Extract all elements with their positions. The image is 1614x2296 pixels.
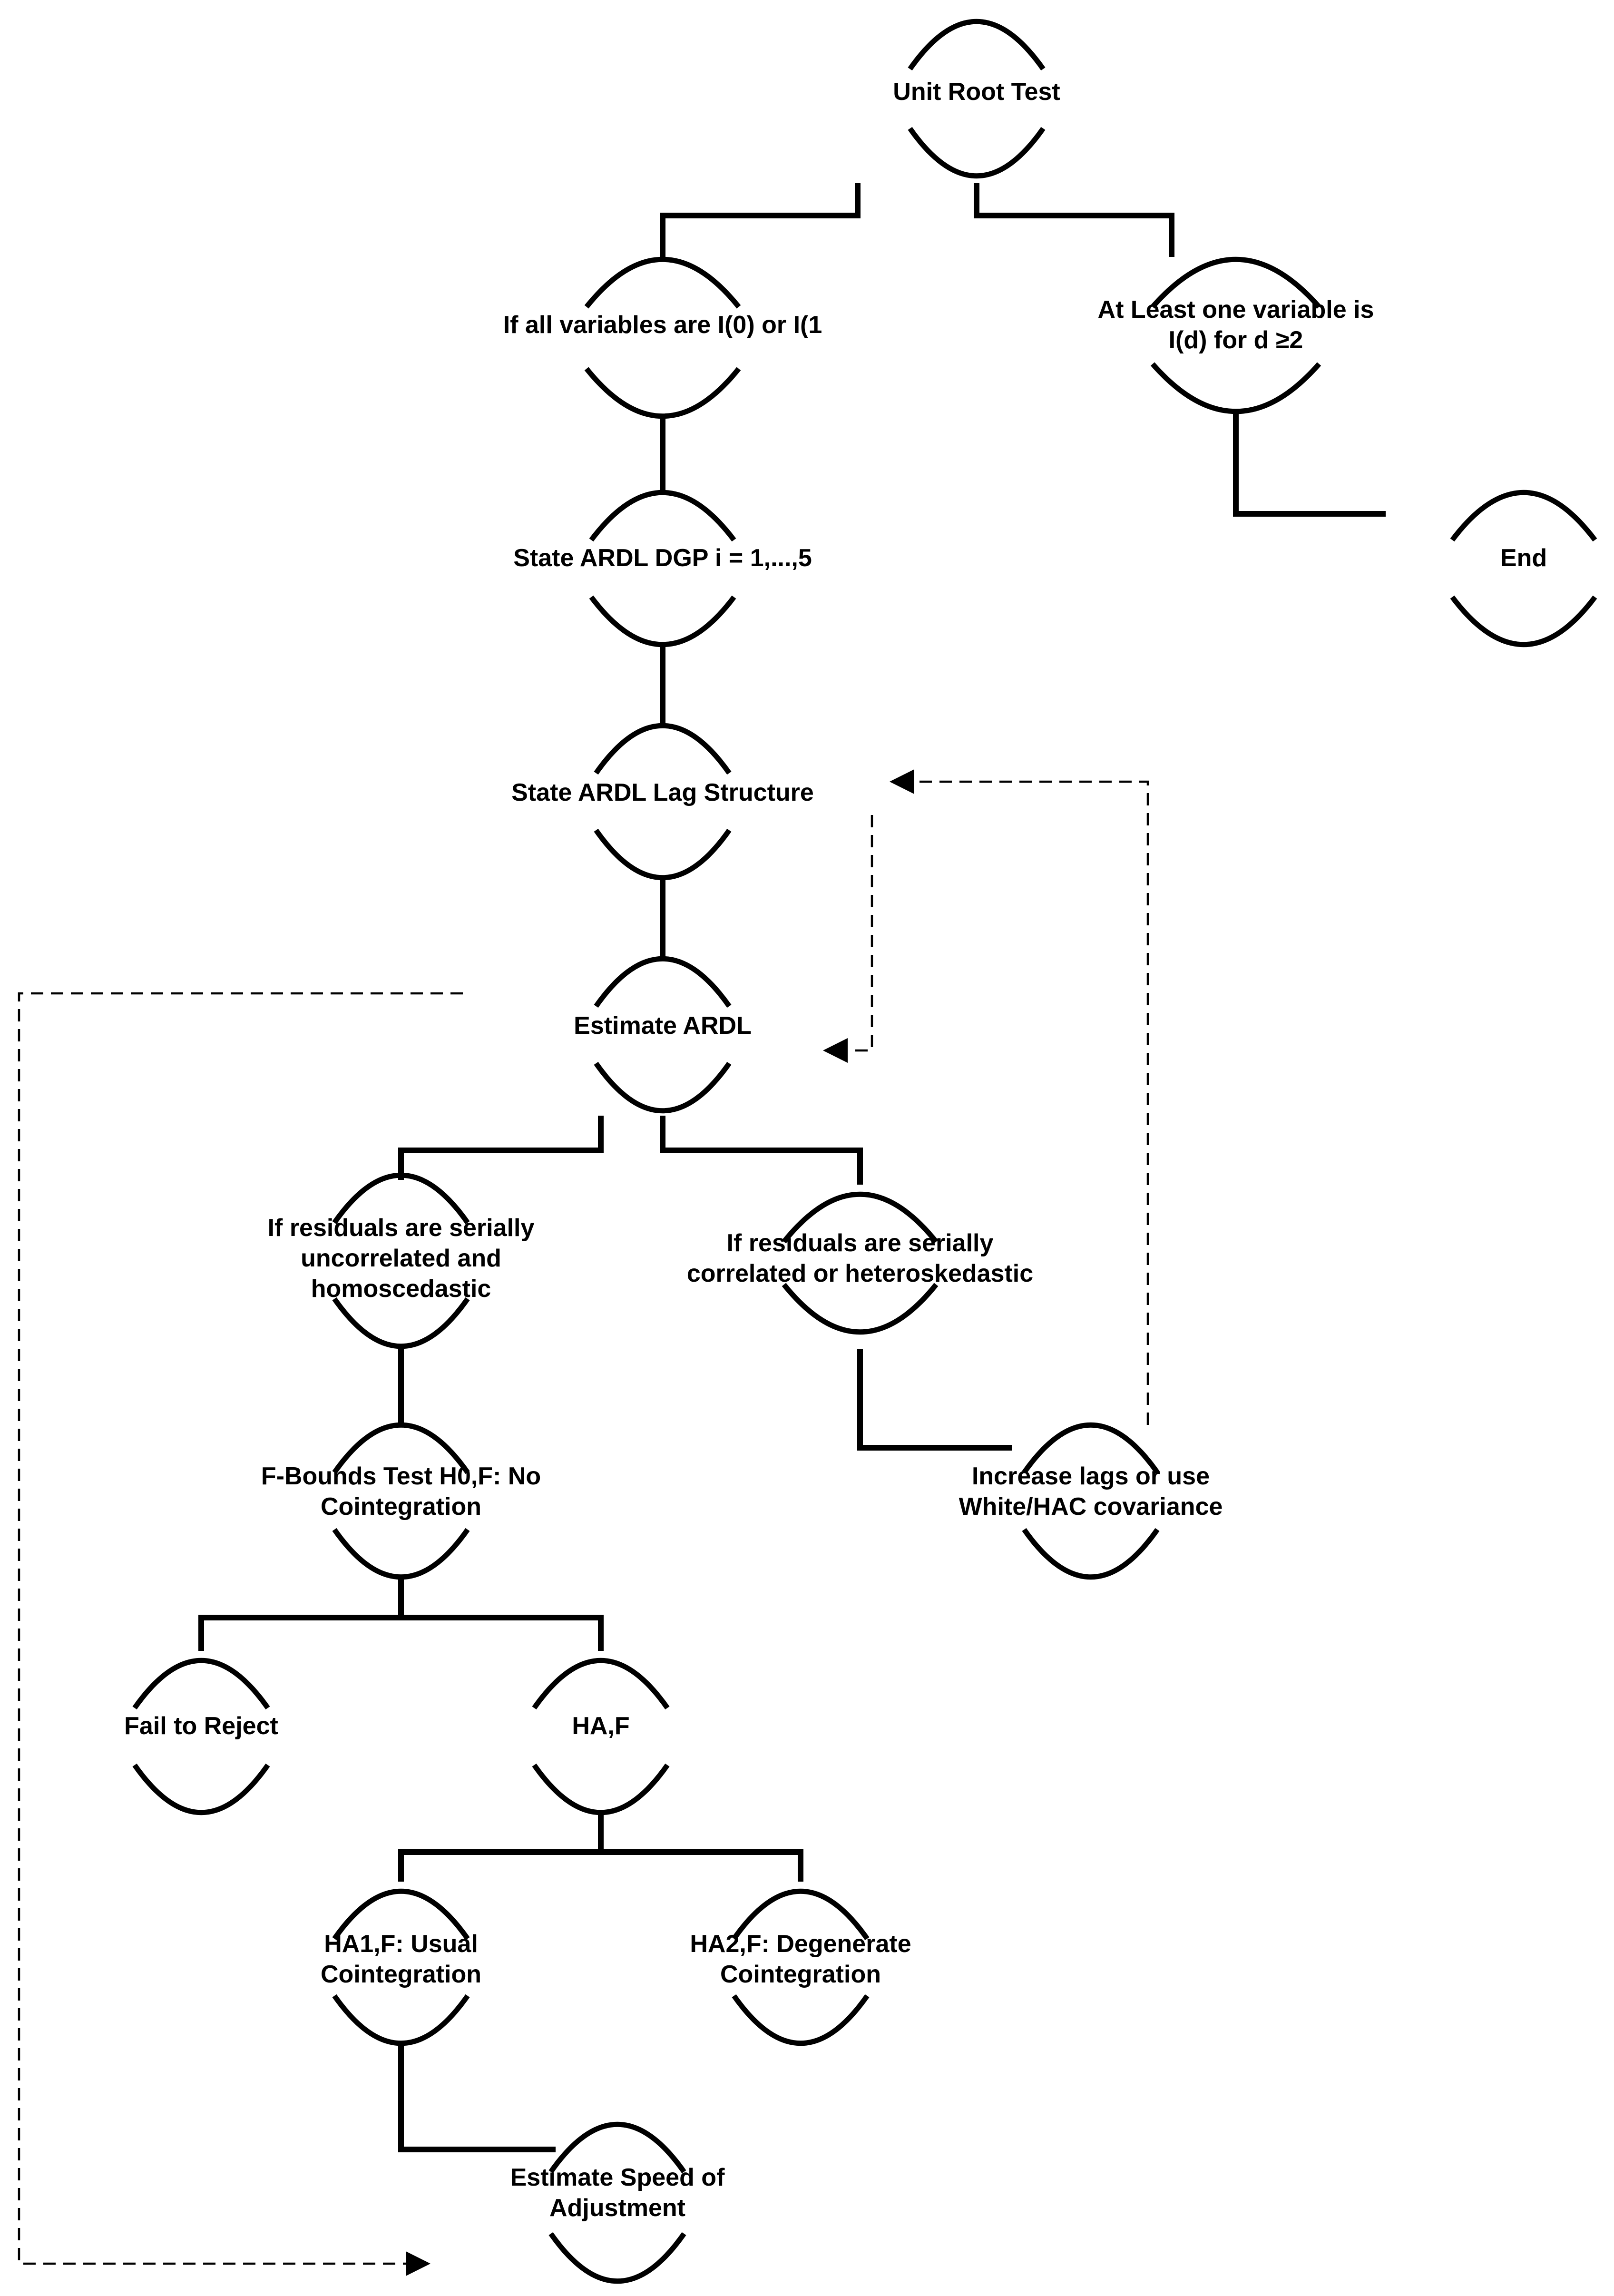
node-end: End [1450, 490, 1597, 648]
node-top-arc [1150, 256, 1321, 309]
node-label: Increase lags or use [972, 1462, 1210, 1490]
node-label: End [1500, 544, 1547, 572]
node-bottom-arc [1450, 595, 1597, 648]
connector-line [398, 2046, 556, 2152]
node-label: If residuals are serially [727, 1229, 994, 1257]
node-label: If residuals are serially [268, 1214, 535, 1242]
node-top-arc [782, 1191, 939, 1244]
node-bottom-arc [532, 1763, 670, 1815]
node-label: HA2,F: Degenerate [690, 1930, 911, 1958]
node-label: HA,F [572, 1712, 629, 1740]
node-bottom-arc [132, 1763, 270, 1815]
node-bottom-arc [548, 2232, 686, 2284]
node-bottom-arc [332, 1297, 470, 1349]
node-label: If all variables are I(0) or I(1 [503, 311, 822, 339]
node-label: Cointegration [321, 1493, 481, 1521]
node-label: uncorrelated and [301, 1245, 501, 1272]
node-label: State ARDL DGP i = 1,...,5 [513, 544, 812, 572]
node-label: correlated or heteroskedastic [687, 1260, 1033, 1287]
connector-line [660, 183, 861, 257]
node-bottom-arc [332, 1994, 470, 2046]
node-label: Cointegration [321, 1961, 481, 1988]
node-residuals-correlated: If residuals are serially correlated or h… [687, 1191, 1033, 1335]
node-bottom-arc [782, 1283, 939, 1335]
node-top-arc [584, 256, 741, 309]
node-label: F-Bounds Test H0,F: No [261, 1462, 541, 1490]
node-at-least-one-id: At Least one variable isI(d) for d ≥2 [1098, 256, 1374, 414]
node-top-arc [1022, 1422, 1160, 1474]
node-bottom-arc [589, 595, 736, 648]
node-label: State ARDL Lag Structure [511, 779, 814, 806]
node-label: I(d) for d ≥2 [1169, 326, 1303, 354]
node-bottom-arc [594, 828, 732, 881]
node-label: White/HAC covariance [959, 1493, 1223, 1521]
dashed-connector [18, 992, 463, 2265]
node-label: Adjustment [549, 2194, 685, 2222]
connector-line [857, 1349, 1012, 1451]
node-label: Estimate Speed of [510, 2164, 725, 2191]
node-state-ardl-lag: State ARDL Lag Structure [511, 723, 814, 881]
node-top-arc [594, 723, 732, 775]
dashed-connector [851, 815, 873, 1052]
node-estimate-ardl: Estimate ARDL [574, 956, 752, 1114]
connectors [18, 183, 1386, 2276]
node-top-arc [332, 1888, 470, 1941]
node-all-i0-i1: If all variables are I(0) or I(1 [503, 256, 822, 419]
connector-line [198, 1615, 604, 1651]
dashed-connector [918, 780, 1149, 1425]
node-label: HA1,F: Usual [324, 1930, 478, 1958]
node-ha-f: HA,F [532, 1658, 670, 1815]
node-label: Estimate ARDL [574, 1012, 752, 1040]
node-bottom-arc [1022, 1528, 1160, 1580]
connector-line [398, 1849, 803, 1882]
node-top-arc [132, 1658, 270, 1710]
node-top-arc [589, 490, 736, 542]
node-top-arc [908, 19, 1046, 71]
node-unit-root-test: Unit Root Test [893, 19, 1060, 179]
node-bottom-arc [584, 367, 741, 419]
node-top-arc [594, 956, 732, 1008]
connector-line [974, 183, 1174, 257]
node-fail-to-reject: Fail to Reject [124, 1658, 278, 1815]
connector-line [1233, 414, 1386, 517]
arrowhead [406, 2251, 430, 2276]
node-top-arc [532, 1658, 670, 1710]
node-residuals-uncorrelated: If residuals are serially uncorrelated an… [268, 1172, 535, 1349]
node-label: Unit Root Test [893, 78, 1060, 106]
node-bottom-arc [332, 1528, 470, 1580]
connector-line [660, 1116, 863, 1185]
connector-line [398, 1116, 604, 1180]
node-speed-of-adjustment: Estimate Speed of Adjustment [510, 2121, 725, 2284]
node-bottom-arc [908, 127, 1046, 179]
node-label: homoscedastic [311, 1275, 491, 1303]
arrowhead [823, 1038, 848, 1063]
node-top-arc [1450, 490, 1597, 542]
nodes: Unit Root Test If all variables are I(0) … [124, 19, 1597, 2284]
node-bottom-arc [1150, 362, 1321, 414]
node-label: Cointegration [720, 1961, 881, 1988]
node-bottom-arc [594, 1061, 732, 1114]
node-top-arc [732, 1888, 870, 1941]
node-f-bounds-test: F-Bounds Test H0,F: No Cointegration [261, 1422, 541, 1580]
node-top-arc [332, 1422, 470, 1474]
arrowhead [890, 769, 914, 794]
node-state-ardl-dgp: State ARDL DGP i = 1,...,5 [513, 490, 812, 648]
node-top-arc [332, 1172, 470, 1225]
node-label: At Least one variable is [1098, 296, 1374, 324]
node-bottom-arc [732, 1994, 870, 2046]
node-label: Fail to Reject [124, 1712, 278, 1740]
node-top-arc [548, 2121, 686, 2174]
